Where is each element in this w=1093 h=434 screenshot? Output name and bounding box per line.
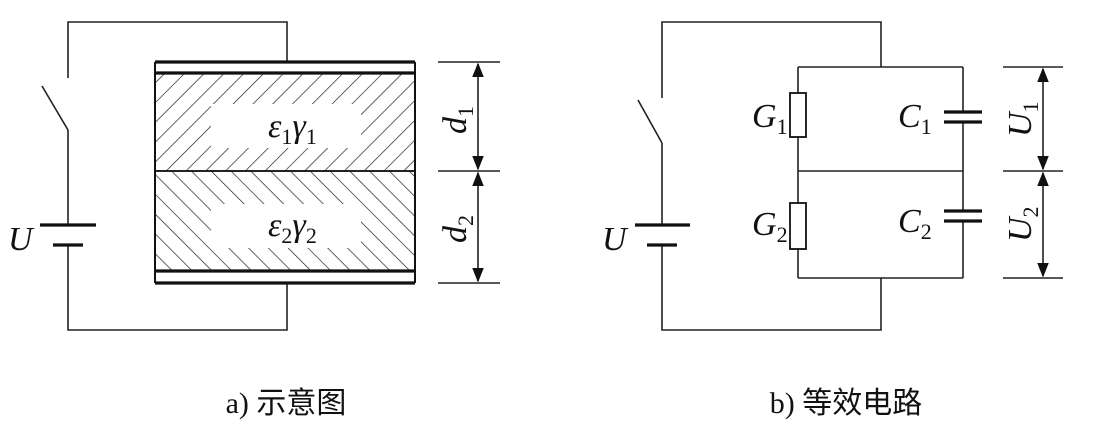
source-label-b: U: [602, 221, 629, 258]
layer-2-label: ε2γ2: [268, 207, 317, 248]
dim-label-d1: d1: [437, 106, 478, 134]
circuit-b-wires: [661, 21, 964, 331]
dim-label-d2: d2: [437, 215, 478, 243]
capacitor-c1: [944, 110, 982, 124]
c1-label: C1: [898, 98, 932, 139]
diagram-a: U ε1γ1 ε2γ2 d1: [8, 21, 500, 420]
switch-b: [637, 99, 663, 144]
battery-b: [635, 223, 690, 247]
capacitor-c2: [944, 209, 982, 223]
u1-label: U1: [1002, 101, 1043, 137]
source-label-a: U: [8, 221, 35, 258]
caption-b: b) 等效电路: [770, 387, 923, 420]
dielectric-layer-1: ε1γ1: [154, 72, 416, 172]
g2-label: G2: [752, 206, 788, 247]
dimension-lines-a: [438, 61, 500, 284]
caption-a: a) 示意图: [226, 387, 347, 420]
layer-1-label: ε1γ1: [268, 108, 317, 149]
dimension-lines-b: [1003, 66, 1063, 279]
diagram-b: U G1 G2 C1 C2 U1: [602, 21, 1063, 420]
resistor-g1: [789, 92, 807, 138]
circuit-a-wires: [67, 21, 288, 331]
c2-label: C2: [898, 203, 932, 244]
resistor-g2: [789, 202, 807, 250]
u2-label: U2: [1002, 206, 1043, 242]
battery-a: [40, 223, 96, 247]
dielectric-layer-2: ε2γ2: [154, 170, 416, 272]
switch-a: [41, 85, 69, 131]
g1-label: G1: [752, 98, 788, 139]
